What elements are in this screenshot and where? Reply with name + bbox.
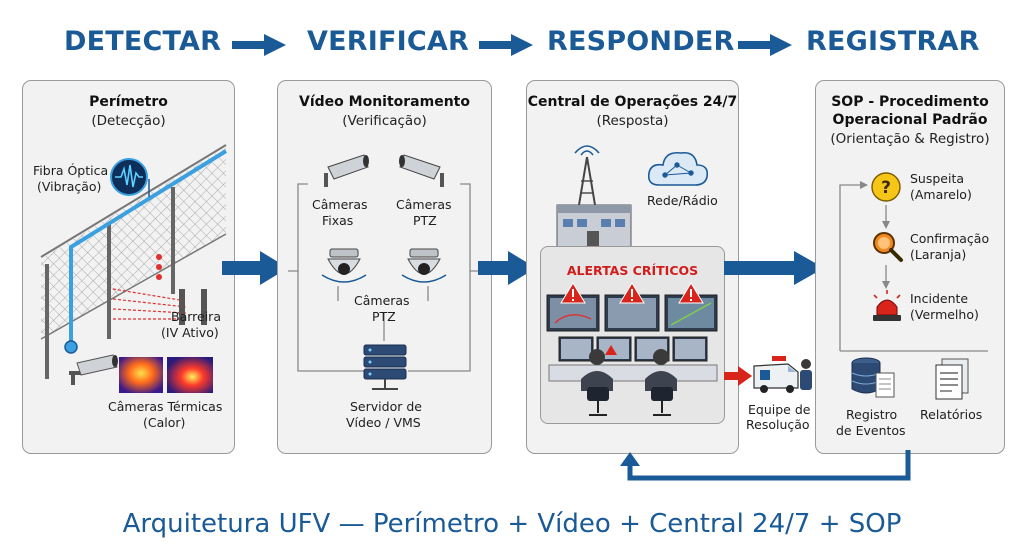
question-icon: ?	[871, 172, 901, 202]
ptz-camera-icon	[399, 154, 444, 187]
server-icon	[363, 344, 407, 390]
label-servidor-2: Vídeo / VMS	[346, 415, 421, 430]
red-arrow-icon	[724, 366, 752, 386]
dome-camera-icon	[401, 248, 447, 283]
thermal-camera-icon	[69, 354, 118, 385]
arrow-right-icon	[479, 34, 533, 56]
stage-responder: RESPONDER	[547, 26, 735, 57]
radio-tower-icon	[556, 145, 632, 247]
panel-subtitle: (Orientação & Registro)	[830, 131, 990, 147]
arrow-right-icon	[232, 34, 286, 56]
report-document-icon	[935, 358, 969, 400]
label-ptz-mid-2: PTZ	[372, 309, 396, 324]
panel-perimetro: Perímetro (Detecção)	[22, 80, 235, 454]
waveform-sensor-icon	[110, 158, 148, 196]
step-incidente-2: (Vermelho)	[910, 307, 979, 322]
flow-arrow-icon	[478, 251, 536, 285]
label-termicas-1: Câmeras Térmicas	[108, 399, 223, 414]
dome-camera-icon	[321, 248, 367, 283]
panel-subtitle: (Verificação)	[342, 113, 427, 129]
panel-title: Perímetro	[89, 94, 168, 110]
flow-arrow-icon	[222, 251, 288, 285]
panel-title: Vídeo Monitoramento	[299, 94, 470, 110]
label-fixas-2: Fixas	[322, 213, 354, 228]
fence-icon	[40, 144, 228, 379]
label-equipe-1: Equipe de	[748, 402, 811, 417]
label-relatorios: Relatórios	[920, 407, 983, 422]
thermal-image-person	[119, 357, 163, 393]
label-barreira-2: (IV Ativo)	[161, 325, 219, 340]
label-ptz-top-2: PTZ	[413, 213, 437, 228]
response-vehicle-icon	[753, 356, 812, 393]
siren-icon	[873, 290, 901, 321]
warning-icon	[560, 282, 586, 304]
connector-lines	[288, 183, 480, 372]
label-fibra-1: Fibra Óptica	[33, 163, 109, 178]
label-rede: Rede/Rádio	[647, 193, 718, 208]
label-fibra-2: (Vibração)	[37, 179, 102, 194]
alerts-title: ALERTAS CRÍTICOS	[566, 263, 699, 278]
control-room-illustration	[546, 282, 718, 416]
feedback-loop-arrow	[620, 450, 911, 481]
panel-title: Central de Operações 24/7	[527, 94, 738, 110]
thermal-image-vehicle	[167, 357, 213, 393]
label-fixas-1: Câmeras	[312, 197, 368, 212]
cloud-network-icon	[647, 151, 709, 186]
database-icon	[851, 357, 895, 398]
panel-subtitle: (Detecção)	[91, 113, 166, 129]
panel-video: Vídeo Monitoramento (Verificação) Câmera…	[277, 80, 492, 454]
label-registro-2: de Eventos	[836, 423, 906, 438]
label-registro-1: Registro	[846, 407, 898, 422]
arrow-right-icon	[738, 34, 792, 56]
label-termicas-2: (Calor)	[143, 415, 186, 430]
label-servidor-1: Servidor de	[350, 399, 422, 414]
magnifier-icon	[873, 232, 903, 262]
step-suspeita-2: (Amarelo)	[910, 187, 972, 202]
label-equipe-2: Resolução	[746, 417, 810, 432]
step-suspeita-1: Suspeita	[910, 171, 965, 186]
panel-sop: SOP - Procedimento Operacional Padrão (O…	[815, 80, 1005, 454]
fixed-camera-icon	[324, 154, 369, 187]
panel-title-2: Operacional Padrão	[832, 112, 988, 128]
step-confirmacao-1: Confirmação	[910, 231, 990, 246]
stage-detectar: DETECTAR	[64, 26, 222, 57]
label-ptz-mid-1: Câmeras	[354, 293, 410, 308]
stage-verificar: VERIFICAR	[307, 26, 469, 57]
panel-title-1: SOP - Procedimento	[831, 94, 989, 110]
step-incidente-1: Incidente	[910, 291, 969, 306]
label-ptz-top-1: Câmeras	[396, 197, 452, 212]
svg-text:?: ?	[881, 178, 891, 198]
stage-registrar: REGISTRAR	[806, 26, 980, 57]
flow-arrow-icon	[724, 251, 824, 285]
panel-subtitle: (Resposta)	[596, 113, 669, 129]
step-confirmacao-2: (Laranja)	[910, 247, 967, 262]
sop-flow-lines	[839, 181, 988, 352]
footer-title: Arquitetura UFV — Perímetro + Vídeo + Ce…	[122, 509, 902, 539]
ops-room: ALERTAS CRÍTICOS	[540, 246, 725, 424]
label-barreira-1: Barreira	[171, 309, 221, 324]
